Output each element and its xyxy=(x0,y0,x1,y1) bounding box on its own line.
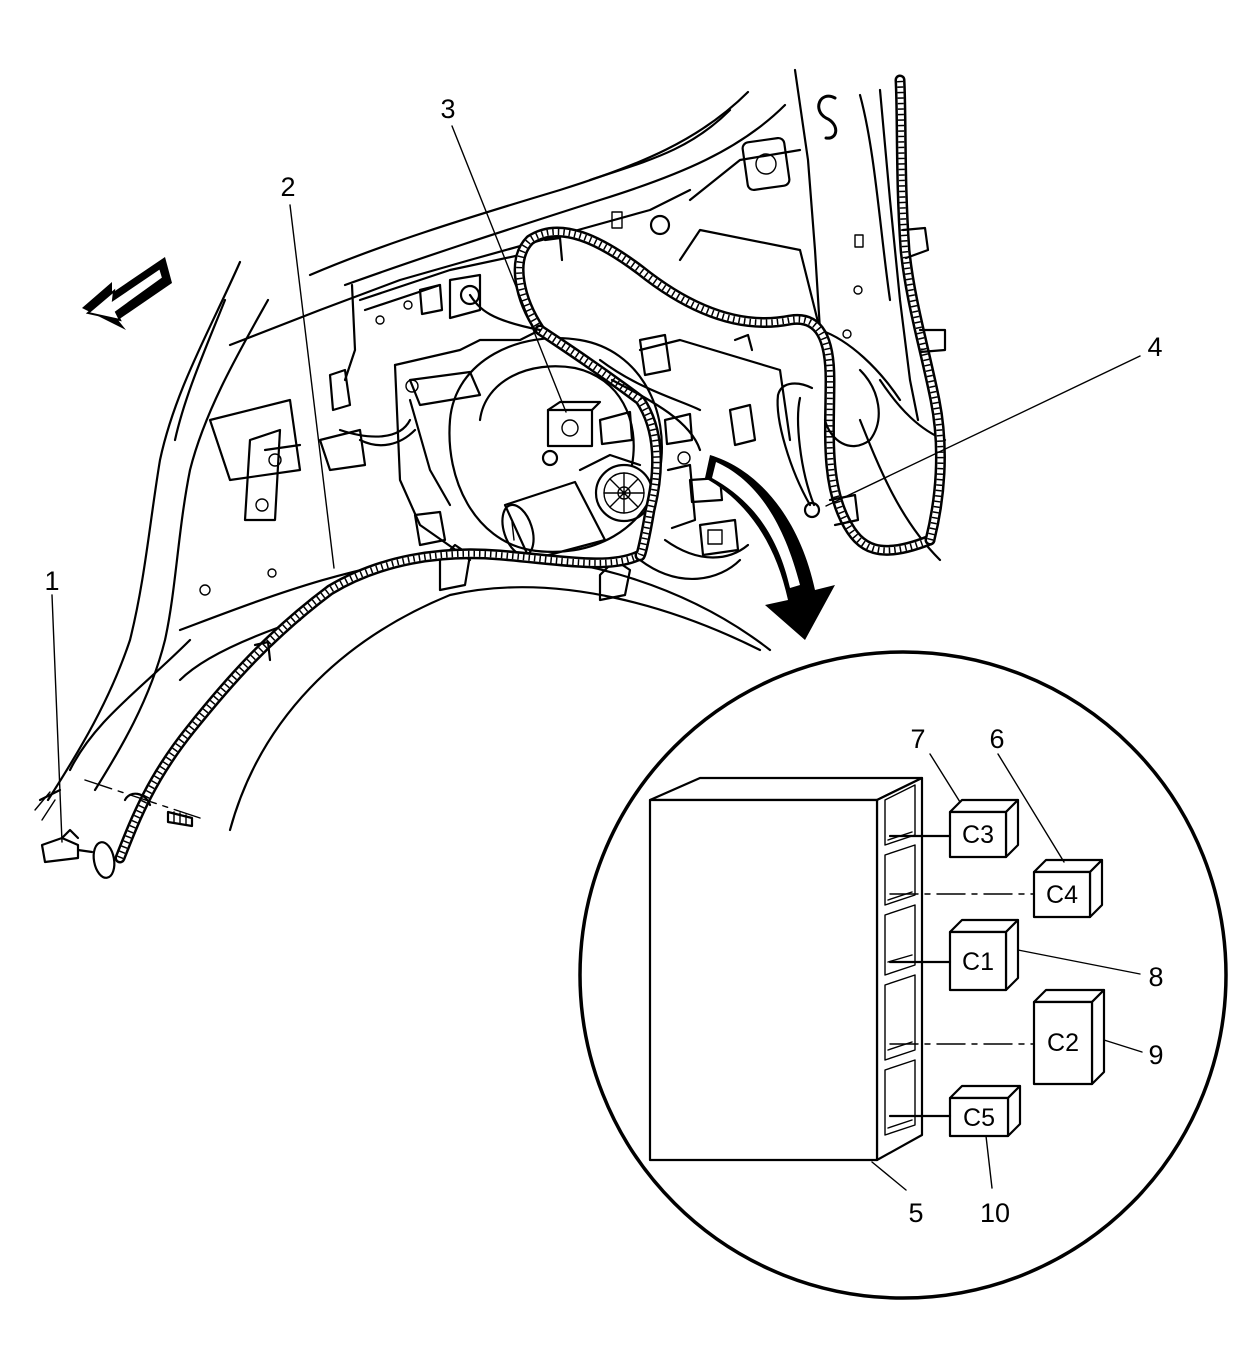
connector-c5: C5 xyxy=(888,1084,1022,1138)
callout-4: 4 xyxy=(1147,332,1162,362)
callout-9: 9 xyxy=(1148,1040,1163,1070)
callout-1: 1 xyxy=(44,566,59,596)
connector-c4-label: C4 xyxy=(1046,881,1078,909)
connector-c2-label: C2 xyxy=(1047,1029,1079,1057)
connector-c1-label: C1 xyxy=(962,948,994,976)
connector-c4: C4 xyxy=(889,858,1104,919)
liftgate-control-module xyxy=(648,776,924,1162)
harness-connector-1 xyxy=(40,779,201,879)
callout-8: 8 xyxy=(1148,962,1163,992)
liftgate-motor-assembly xyxy=(405,337,750,581)
callout-5: 5 xyxy=(908,1198,923,1228)
connector-c1: C1 xyxy=(888,918,1020,992)
callout-2: 2 xyxy=(280,172,295,202)
callout-7: 7 xyxy=(910,724,925,754)
callout-numbers: 1 2 3 4 5 6 7 8 9 10 xyxy=(44,94,1163,1228)
connector-c2: C2 xyxy=(889,988,1106,1086)
front-arrow-icon xyxy=(82,257,172,330)
callout-leaders xyxy=(51,125,1143,1191)
wiring-harness xyxy=(114,74,947,864)
connector-c3-label: C3 xyxy=(962,821,994,849)
detail-view: C3 C4 C1 C2 xyxy=(578,650,1228,1300)
connector-c3: C3 xyxy=(888,798,1020,859)
connector-c5-label: C5 xyxy=(963,1104,995,1132)
curved-arrow-icon xyxy=(705,455,835,640)
callout-10: 10 xyxy=(980,1198,1010,1228)
callout-3: 3 xyxy=(440,94,455,124)
callout-6: 6 xyxy=(989,724,1004,754)
